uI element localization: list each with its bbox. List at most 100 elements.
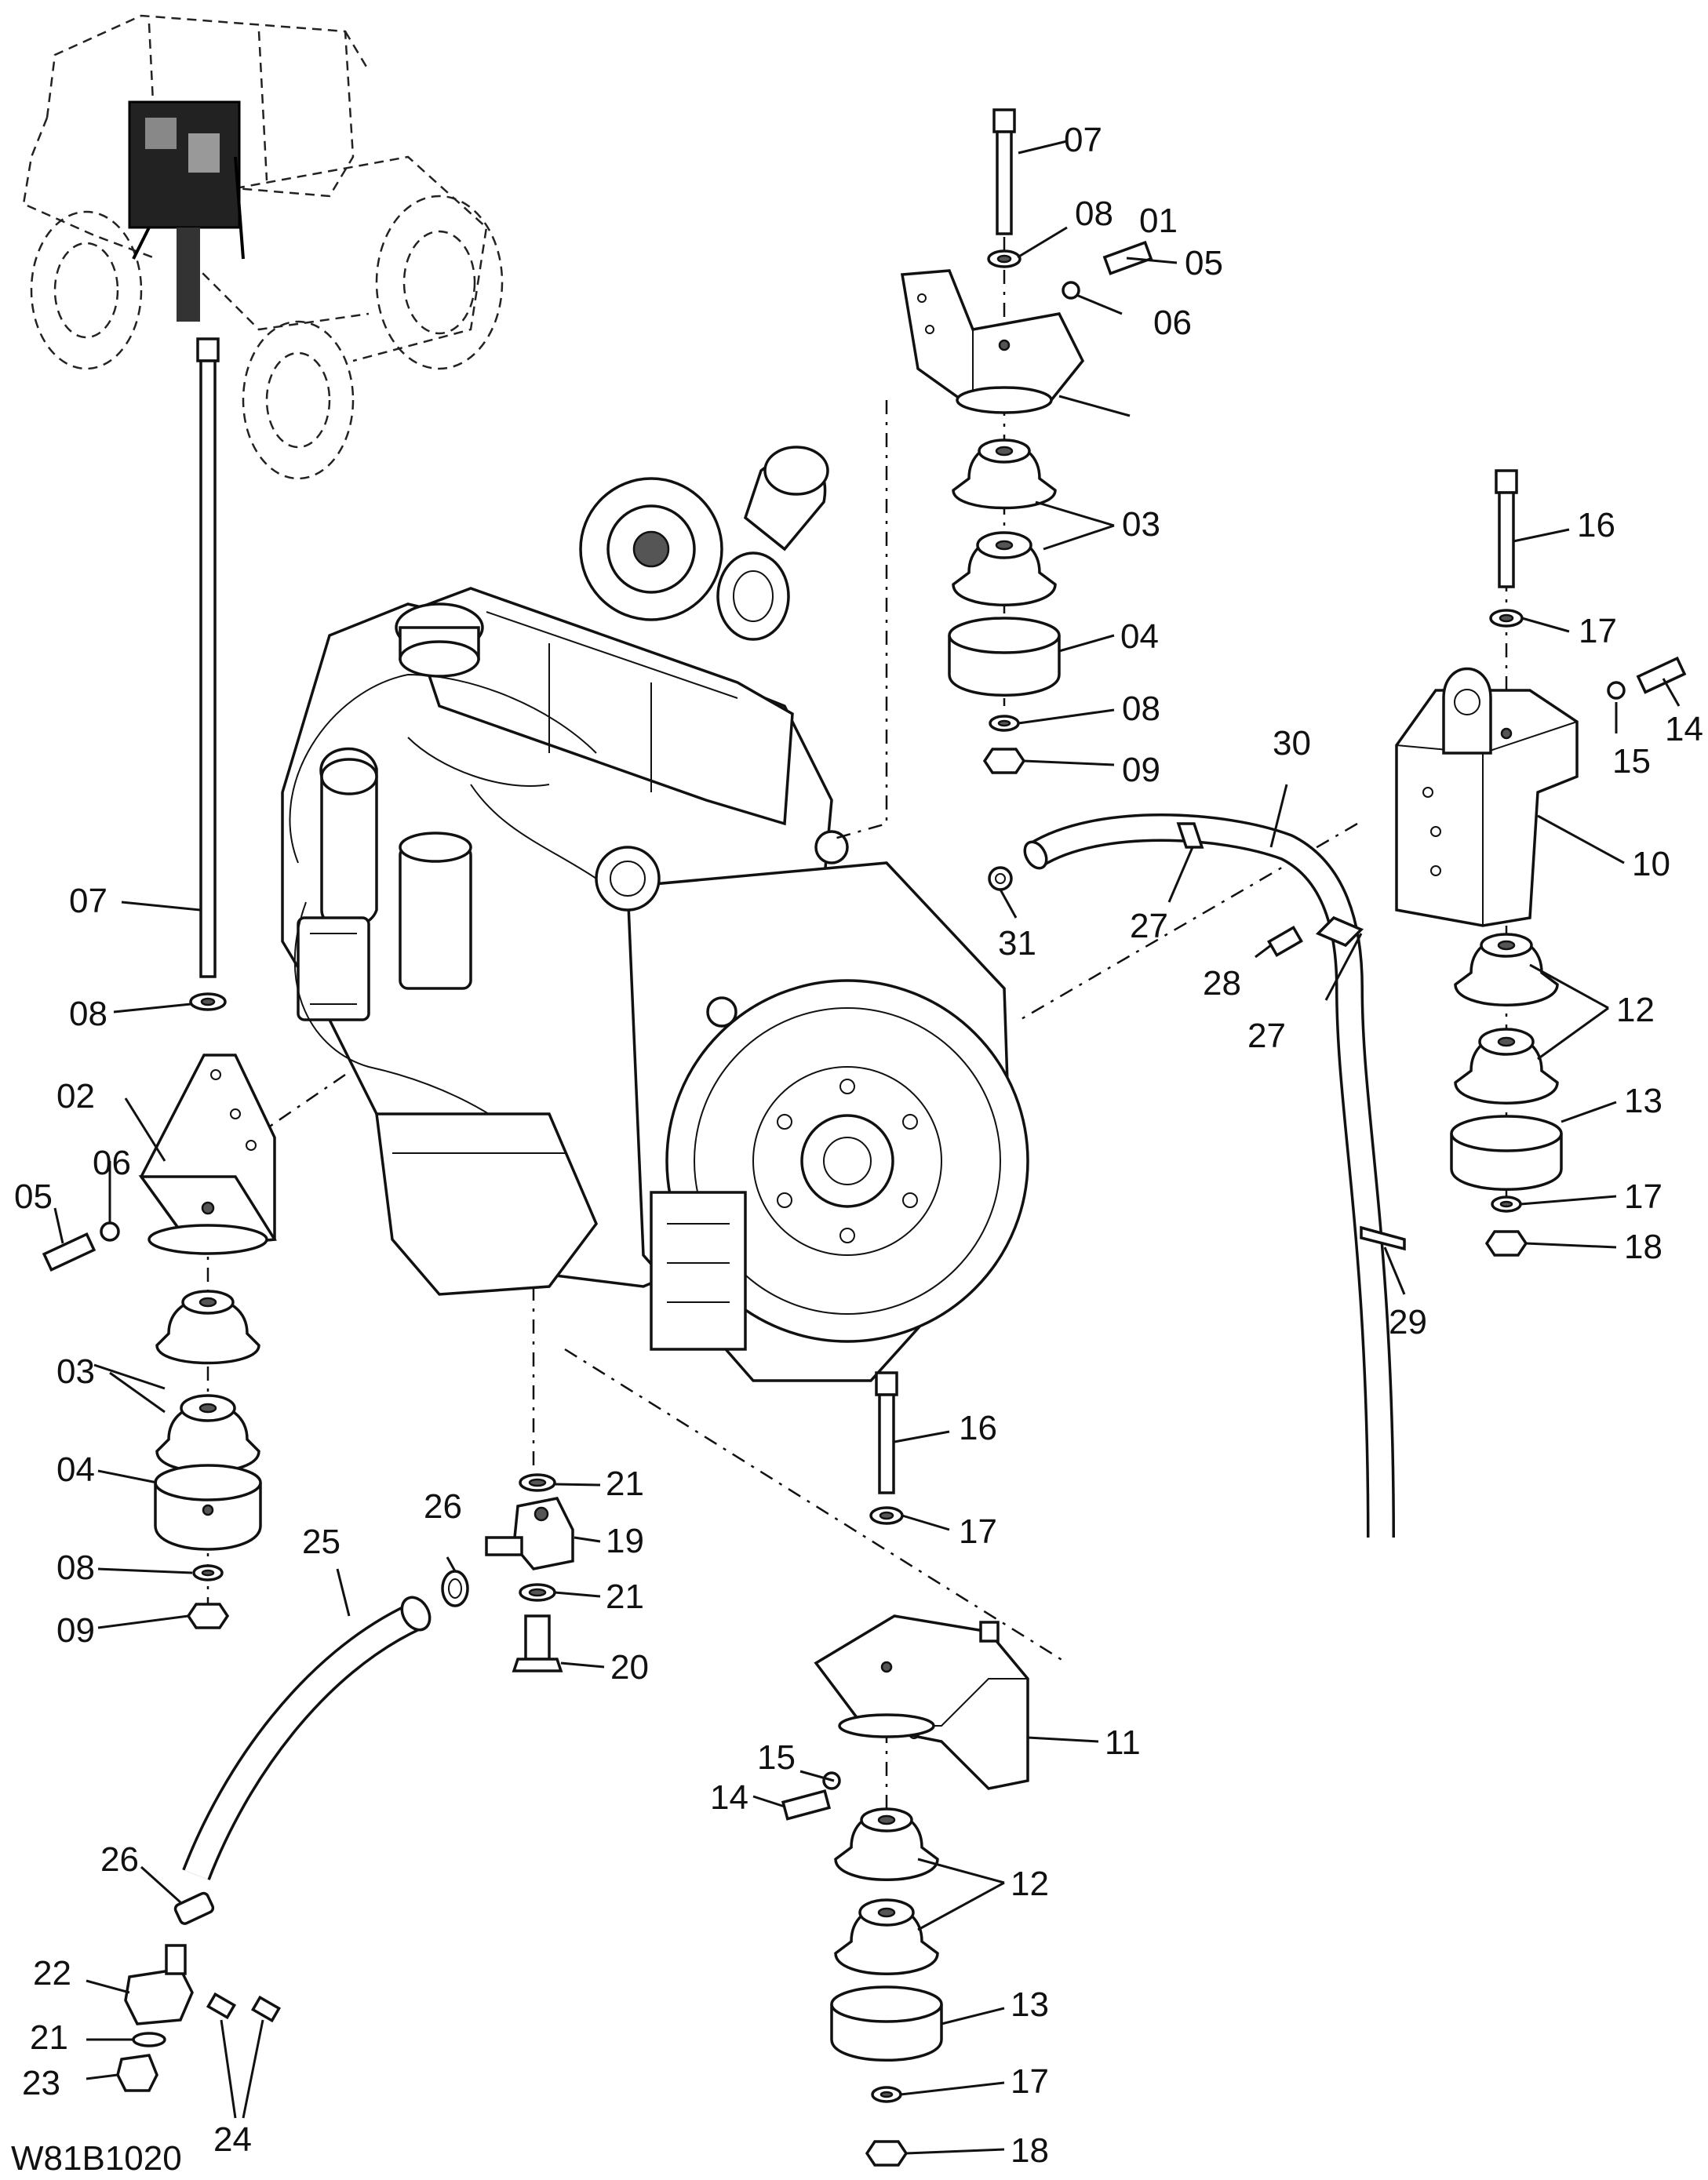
label-21: 21	[606, 1465, 644, 1503]
label-03: 03	[56, 1352, 95, 1391]
clamp-31	[988, 866, 1013, 891]
label-17: 17	[959, 1512, 997, 1551]
label-22: 22	[33, 1954, 71, 1993]
label-06: 06	[93, 1144, 131, 1182]
label-27: 27	[1247, 1017, 1286, 1055]
label-01: 01	[1139, 202, 1178, 240]
label-18: 18	[1011, 2131, 1049, 2170]
label-16: 16	[1577, 506, 1615, 544]
label-09: 09	[1122, 751, 1160, 789]
seal-21c	[132, 2032, 166, 2047]
diagram-code: W81B1020	[11, 2139, 182, 2178]
nut-09b	[982, 748, 1026, 774]
label-21: 21	[30, 2018, 68, 2057]
clip-27b	[1315, 915, 1364, 948]
bolt-07-head	[196, 337, 220, 362]
bolt-07b-head	[992, 108, 1016, 133]
left-mount-stack	[42, 337, 277, 1629]
label-02: 02	[56, 1077, 95, 1115]
label-14: 14	[1665, 710, 1703, 748]
label-20: 20	[610, 1648, 649, 1687]
label-15: 15	[757, 1738, 796, 1777]
label-17: 17	[1624, 1177, 1662, 1216]
bolt-16-shank	[1498, 491, 1515, 588]
hose-25	[184, 1604, 421, 1880]
label-05: 05	[1185, 244, 1223, 282]
label-25: 25	[302, 1523, 341, 1561]
label-30: 30	[1273, 724, 1311, 762]
label-08: 08	[56, 1549, 95, 1587]
tie-29	[1360, 1225, 1406, 1251]
label-26: 26	[100, 1840, 139, 1879]
right-mount-stack	[1395, 469, 1687, 1257]
bolt-28	[1267, 925, 1303, 958]
label-12: 12	[1011, 1865, 1049, 1903]
label-27: 27	[1130, 907, 1168, 945]
washer-06	[100, 1221, 120, 1242]
label-10: 10	[1632, 845, 1670, 883]
label-26: 26	[424, 1487, 462, 1526]
label-21: 21	[606, 1578, 644, 1616]
label-19: 19	[606, 1522, 644, 1560]
drain-fittings	[116, 1473, 574, 2092]
bolt-07b-shank	[996, 130, 1013, 235]
label-08: 08	[69, 995, 107, 1033]
machine-locator-thumbnail	[22, 14, 504, 480]
bolt-16b-head	[875, 1371, 898, 1396]
label-13: 13	[1011, 1985, 1049, 2024]
bolt-24b	[250, 1995, 282, 2023]
part-labels: 01 02 03 03 04 04 05 05 06 06 07 07 08 0…	[14, 121, 1703, 2170]
label-05: 05	[14, 1177, 53, 1216]
clamp-26a	[441, 1570, 469, 1607]
bolt-05	[42, 1232, 97, 1272]
clamp-26b	[173, 1891, 215, 1925]
label-17: 17	[1579, 612, 1617, 650]
breather-hose-assembly	[988, 813, 1406, 1538]
nut-18b	[865, 2140, 909, 2167]
label-31: 31	[998, 924, 1036, 963]
label-13: 13	[1624, 1082, 1662, 1120]
label-06: 06	[1153, 304, 1192, 342]
nut-18a	[1484, 1230, 1528, 1257]
clip-27a	[1176, 822, 1204, 849]
label-23: 23	[22, 2064, 60, 2102]
label-18: 18	[1624, 1228, 1662, 1266]
label-07: 07	[1064, 121, 1102, 159]
label-04: 04	[1120, 617, 1159, 656]
banjo-bolt-20	[524, 1614, 551, 1661]
label-03: 03	[1122, 505, 1160, 544]
label-08: 08	[1122, 690, 1160, 728]
bolt-07-shank	[199, 359, 217, 978]
label-08: 08	[1075, 195, 1113, 233]
label-15: 15	[1612, 742, 1651, 781]
lower-mount-stack	[781, 1371, 1029, 2167]
nipple-19	[485, 1536, 523, 1556]
label-12: 12	[1616, 991, 1655, 1029]
label-11: 11	[1105, 1723, 1141, 1762]
bolt-16b-shank	[878, 1393, 895, 1494]
bolt-14b	[781, 1789, 832, 1821]
label-28: 28	[1203, 964, 1241, 1003]
drain-fitting-22	[124, 1967, 194, 2025]
drain-nipple-22	[165, 1944, 187, 1975]
label-16: 16	[959, 1409, 997, 1447]
label-17: 17	[1011, 2062, 1049, 2101]
label-14: 14	[710, 1778, 748, 1817]
label-07: 07	[69, 882, 107, 920]
engine-assembly	[281, 446, 1029, 1382]
nut-09	[186, 1603, 230, 1629]
bolt-16-head	[1495, 469, 1518, 494]
label-24: 24	[213, 2120, 252, 2159]
plug-23	[116, 2054, 158, 2092]
cup-04	[154, 1483, 262, 1551]
bolt-14a	[1636, 656, 1687, 694]
washer-06b	[1062, 281, 1080, 300]
label-04: 04	[56, 1450, 95, 1489]
washer-15a	[1607, 681, 1626, 700]
bolt-24a	[206, 1992, 237, 2020]
top-mount-stack	[900, 108, 1153, 774]
label-29: 29	[1389, 1303, 1427, 1341]
leader-lines	[53, 140, 1681, 2155]
